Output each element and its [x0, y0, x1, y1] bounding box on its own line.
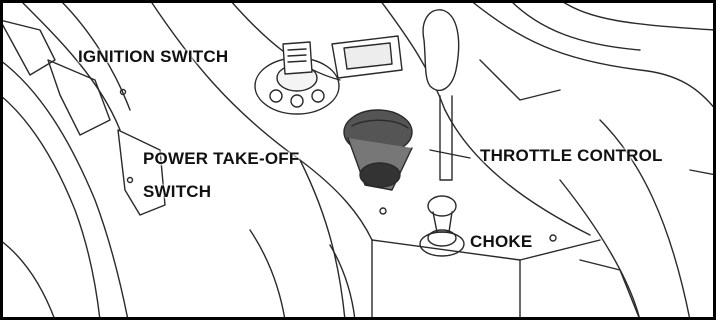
- throttle-lever-drawing: [423, 10, 470, 180]
- throttle-control-label: THROTTLE CONTROL: [480, 145, 663, 167]
- hour-meter: [332, 36, 402, 78]
- pto-switch-label-line2: SWITCH: [143, 181, 211, 203]
- pto-switch-drawing: [344, 110, 412, 190]
- ignition-switch-label: IGNITION SWITCH: [78, 46, 228, 68]
- ignition-switch-drawing: [255, 42, 339, 114]
- choke-label: CHOKE: [470, 231, 532, 253]
- pto-switch-label-line1: POWER TAKE-OFF: [143, 148, 299, 170]
